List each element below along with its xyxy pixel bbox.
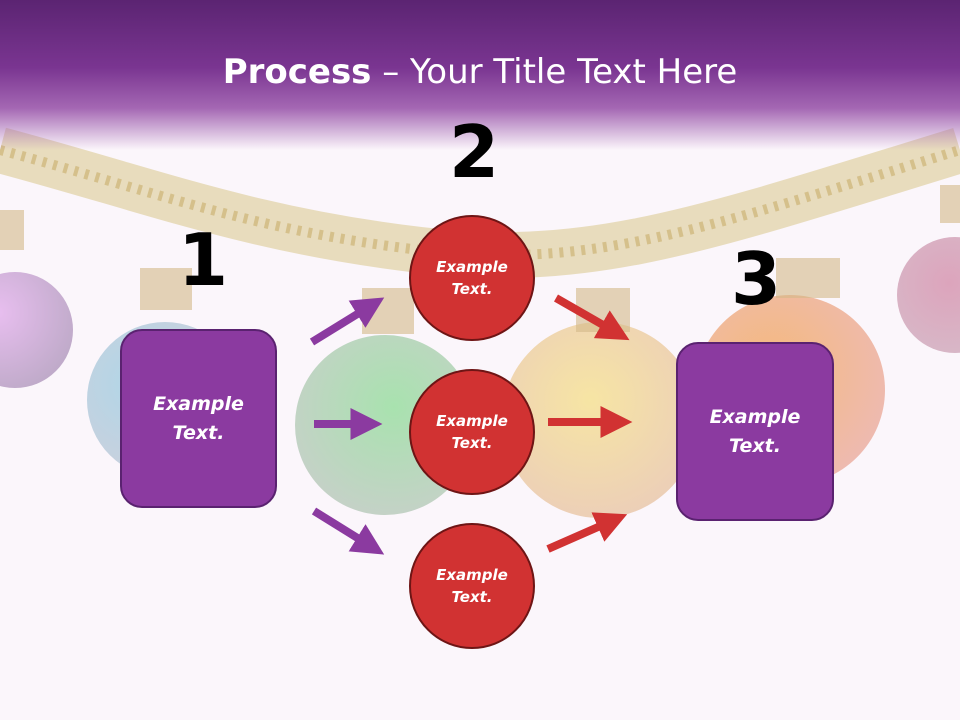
arrow-red-down xyxy=(554,294,630,341)
step-number-3: 3 xyxy=(731,237,782,321)
circle-middle-label: Example Text. xyxy=(436,411,508,453)
circle-bottom[interactable]: Example Text. xyxy=(409,523,535,649)
circle-middle[interactable]: Example Text. xyxy=(409,369,535,495)
step-number-2: 2 xyxy=(449,110,500,194)
step-1-box[interactable]: Example Text. xyxy=(120,329,277,508)
arrow-red-up xyxy=(546,512,628,553)
step-3-box[interactable]: Example Text. xyxy=(676,342,834,521)
arrow-purple-down xyxy=(311,507,385,555)
title-bold-text: Process xyxy=(222,52,372,92)
circle-top[interactable]: Example Text. xyxy=(409,215,535,341)
circle-bottom-label: Example Text. xyxy=(436,565,508,607)
title-bar xyxy=(0,0,960,150)
circle-top-label: Example Text. xyxy=(436,257,508,299)
arrow-purple-up xyxy=(309,297,385,346)
title-rest-text: – Your Title Text Here xyxy=(371,52,738,92)
step-number-1: 1 xyxy=(178,218,229,302)
slide-title: Process – Your Title Text Here xyxy=(0,52,960,92)
step-1-label: Example Text. xyxy=(153,393,244,444)
step-3-label: Example Text. xyxy=(709,406,801,457)
